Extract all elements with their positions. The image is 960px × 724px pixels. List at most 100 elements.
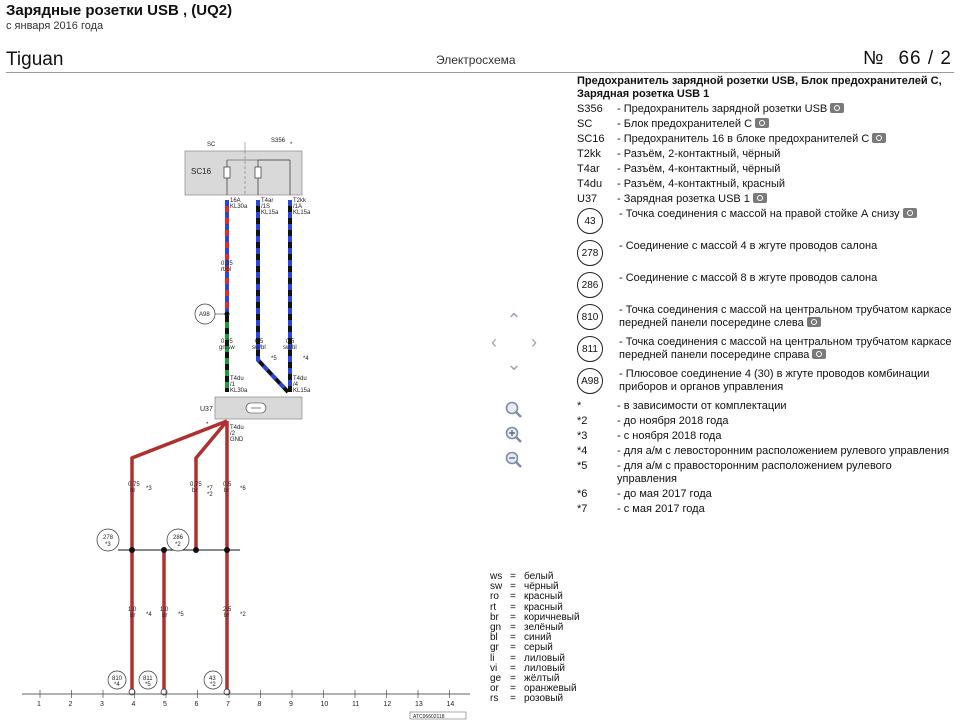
t4du-4-c: KL15a (293, 388, 311, 394)
camera-icon[interactable] (812, 349, 827, 359)
color-eq: = (510, 611, 516, 623)
t4du-1-b: /1 (230, 382, 236, 388)
t4du-4-b: /4 (293, 382, 299, 388)
ground-point-43[interactable]: 43 *2 (203, 670, 223, 690)
ground-43-note: *2 (210, 682, 216, 688)
fuse-box-sc[interactable]: SC S356 * SC16 (184, 138, 303, 196)
legend-desc-text: Плюсовое соединение 4 (30) в жгуте прово… (619, 368, 930, 393)
legend-code: T4du (577, 178, 603, 190)
ground-wires[interactable] (130, 419, 229, 692)
color-eq: = (510, 632, 516, 644)
legend-desc-text: Точка соединения с массой на центральном… (619, 304, 952, 329)
color-code-row: gn=зелёный (490, 622, 580, 634)
splice-a98-label: A98 (199, 312, 210, 318)
t4du-1-c: KL30a (230, 388, 248, 394)
zoom-reset-icon[interactable] (504, 400, 524, 420)
zoom-in-icon[interactable] (504, 425, 524, 445)
legend-code: T4ar (577, 163, 600, 175)
legend-desc-text: Предохранитель 16 в блоке предохранителе… (623, 133, 870, 145)
ground-splice-286[interactable]: 286 *2 (166, 528, 190, 552)
wire-br3-size: 0.5 (223, 482, 232, 488)
pin-t4ar-a: T4ar (261, 198, 273, 204)
wire-swbl1-color: sw/bl (252, 345, 266, 351)
header-divider (6, 72, 954, 73)
fuse-star: * (290, 142, 293, 148)
zoom-out-icon[interactable] (504, 450, 524, 470)
legend-ground-item: A98 Плюсовое соединение 4 (30) в жгуте пр… (577, 368, 953, 398)
note-3: *3 (146, 486, 152, 492)
legend-desc: Блок предохранителей С (617, 118, 953, 131)
pan-up-icon[interactable]: ⌃ (506, 309, 522, 330)
camera-icon[interactable] (752, 193, 767, 203)
camera-icon[interactable] (830, 103, 845, 113)
note-2b: *2 (240, 612, 246, 618)
wire-sw-bl-1[interactable] (256, 200, 290, 394)
pin-t2kk-c: KL15a (293, 210, 311, 216)
legend-desc: Разъём, 4-контактный, красный (617, 178, 953, 191)
color-eq: = (510, 673, 516, 685)
legend-note-code: *5 (577, 460, 588, 472)
wire-rtbl-color: rt/bl (221, 267, 231, 273)
note-2: *2 (207, 492, 213, 498)
pin-sc16-a: 16A (230, 198, 241, 204)
scale-tick-label: 10 (321, 701, 329, 708)
color-name: белый (524, 571, 554, 582)
legend-code: U37 (577, 193, 598, 205)
color-name: коричневый (524, 611, 580, 623)
note-7: *7 (207, 486, 213, 492)
legend-ground-item: 286Соединение с массой 8 в жгуте проводо… (577, 272, 953, 302)
color-name: жёлтый (524, 673, 560, 685)
color-name: лиловый (524, 652, 566, 664)
legend-ground-code: A98 (577, 368, 603, 394)
fuse-s356-label: S356 (271, 138, 286, 144)
legend-note: *6до мая 2017 года (577, 488, 953, 501)
ground-point-811[interactable]: 811 *5 (138, 670, 158, 690)
color-abbr: vi (490, 662, 498, 674)
legend-desc-text: Соединение с массой 8 в жгуте проводов с… (625, 272, 878, 284)
camera-icon[interactable] (902, 208, 917, 218)
legend-note: *3с ноября 2018 года (577, 430, 953, 443)
usb-socket-u37[interactable] (214, 396, 303, 420)
legend-item: SCБлок предохранителей С (577, 118, 953, 131)
pan-down-icon[interactable]: ⌄ (506, 353, 522, 374)
t4du-2-a: T4du (230, 425, 244, 431)
wire-gnsw-size: 0.35 (221, 339, 233, 345)
camera-icon[interactable] (755, 118, 770, 128)
splice-a98[interactable]: A98 (194, 303, 230, 325)
scale-tick-label: 5 (163, 701, 167, 708)
wire-br5-color: br (162, 613, 167, 619)
color-eq: = (510, 683, 516, 695)
ground-point-810[interactable]: 810 *4 (107, 670, 127, 690)
legend-desc: Разъём, 2-контактный, чёрный (617, 148, 953, 161)
legend-note: *4для а/м с левосторонним расположением … (577, 445, 953, 458)
legend-desc-text: Предохранитель зарядной розетки USB (623, 103, 828, 115)
color-name: зелёный (524, 622, 564, 634)
color-abbr: or (490, 683, 499, 695)
scale-tick-label: 3 (100, 701, 104, 708)
ground-811-label: 811 (143, 676, 153, 682)
legend-ground-code: 810 (577, 304, 603, 330)
legend-desc: Предохранитель 16 в блоке предохранителе… (617, 133, 953, 146)
ground-278-label: 278 (103, 535, 114, 541)
color-abbr: sw (490, 581, 503, 593)
wire-br5-size: 1.0 (160, 607, 169, 613)
legend-note-desc: для а/м с левосторонним расположением ру… (617, 445, 953, 458)
pan-left-icon[interactable]: ‹ (491, 331, 497, 352)
sheet-num: 66 / 2 (898, 48, 952, 69)
legend-item: T2kkРазъём, 2-контактный, чёрный (577, 148, 953, 161)
legend-code: SC16 (577, 133, 605, 145)
color-eq: = (510, 591, 516, 603)
scale-tick-label: 8 (258, 701, 262, 708)
camera-icon[interactable] (872, 133, 887, 143)
wire-rtbl-size: 0.35 (221, 261, 233, 267)
scale-tick-label: 6 (195, 701, 199, 708)
pan-right-icon[interactable]: › (531, 331, 537, 352)
legend-desc: Предохранитель зарядной розетки USB (617, 103, 953, 116)
camera-icon[interactable] (806, 317, 821, 327)
ground-splice-278[interactable]: 278 *3 (96, 528, 120, 552)
legend-desc-text: Зарядная розетка USB 1 (623, 193, 750, 205)
pan-controls: ⌃ ‹ › ⌄ (484, 309, 544, 374)
legend-note: *в зависимости от комплектации (577, 400, 953, 413)
